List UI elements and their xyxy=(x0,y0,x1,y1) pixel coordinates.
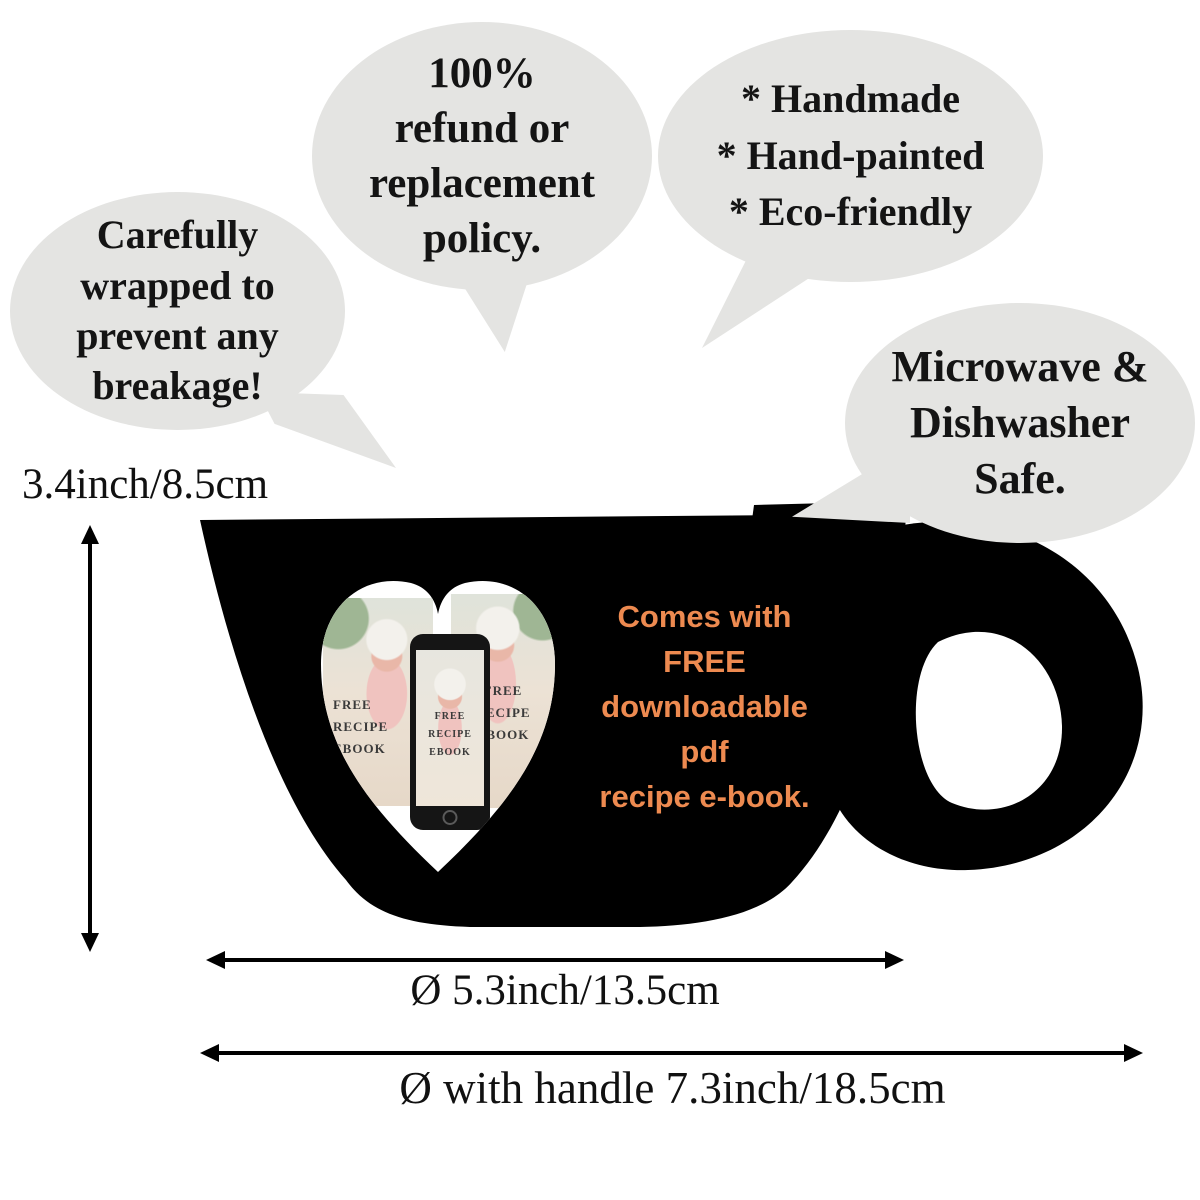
diameter-dimension-label: Ø 5.3inch/13.5cm xyxy=(410,967,720,1014)
speech-bubble-safe: Microwave & Dishwasher Safe. xyxy=(845,303,1195,543)
free-ebook-offer-text: Comes with FREE downloadable pdf recipe … xyxy=(599,599,810,814)
speech-bubble-refund: 100% refund or replacement policy. xyxy=(312,22,652,290)
handle-diameter-dimension-arrow xyxy=(200,1044,1143,1062)
height-dimension-arrow xyxy=(81,525,99,952)
ebook-cover-text-left: FREE RECIPE EBOOK xyxy=(333,697,389,757)
bubble-safe-text: Microwave & Dishwasher Safe. xyxy=(891,341,1149,504)
cup-handle-hole xyxy=(915,631,1063,810)
heart-photo-collage: FREE RECIPE EBOOK FREE RECIPE EBOOK FREE… xyxy=(315,572,561,874)
speech-bubble-features: * Handmade * Hand-painted * Eco-friendly xyxy=(658,30,1043,282)
bubble-features-text: * Handmade * Hand-painted * Eco-friendly xyxy=(716,75,985,235)
height-dimension-label: 3.4inch/8.5cm xyxy=(22,461,269,508)
cup-handle xyxy=(832,521,1143,871)
handle-diameter-dimension-label: Ø with handle 7.3inch/18.5cm xyxy=(399,1063,946,1113)
speech-bubble-wrapped: Carefully wrapped to prevent any breakag… xyxy=(10,192,345,430)
phone-screen: FREE RECIPE EBOOK xyxy=(416,650,484,806)
bubble-wrapped-text: Carefully wrapped to prevent any breakag… xyxy=(76,212,279,409)
phone-home-button-icon xyxy=(443,810,458,825)
bubble-refund-text: 100% refund or replacement policy. xyxy=(368,49,596,263)
ebook-phone: FREE RECIPE EBOOK xyxy=(410,634,490,830)
ebook-cover-text-phone: FREE RECIPE EBOOK xyxy=(428,711,472,758)
